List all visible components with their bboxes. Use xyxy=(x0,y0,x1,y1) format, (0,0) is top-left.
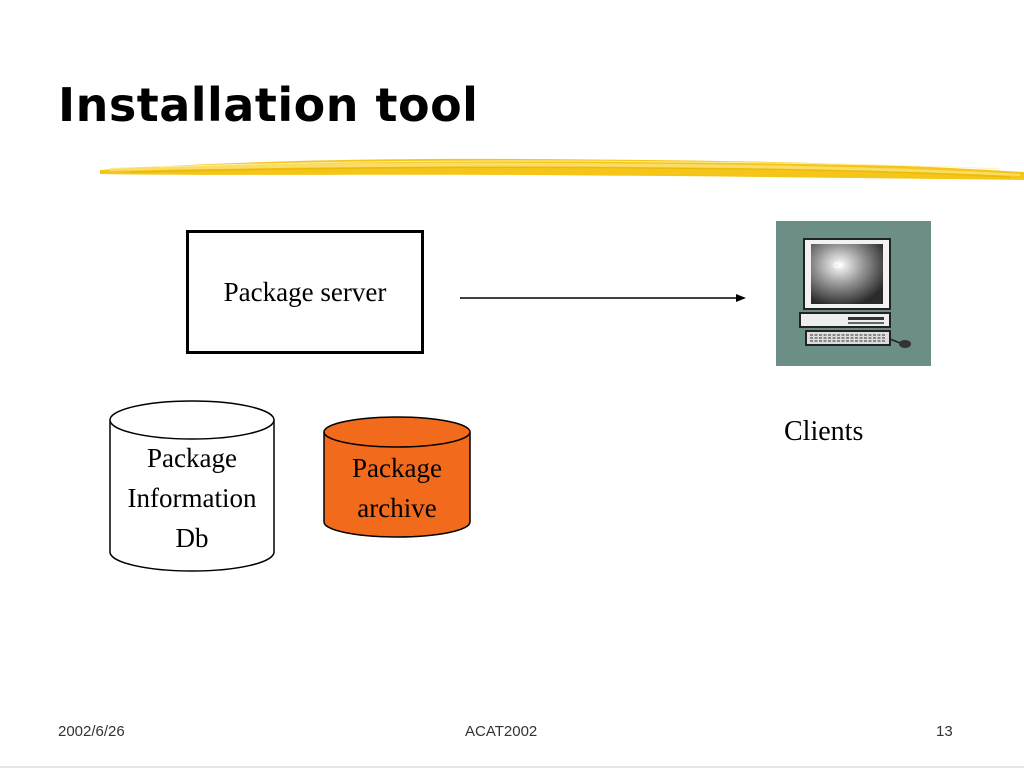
package-server-box: Package server xyxy=(186,230,424,354)
package-information-db-label: Package Information Db xyxy=(127,443,257,553)
footer-page-number: 13 xyxy=(936,723,953,740)
bottom-divider xyxy=(0,766,1024,768)
footer-date: 2002/6/26 xyxy=(58,723,125,740)
clients-label: Clients xyxy=(784,416,864,447)
title-highlight-stroke xyxy=(100,158,1024,180)
package-archive-cylinder xyxy=(323,416,471,538)
package-information-db-cylinder xyxy=(109,400,275,572)
package-archive-label: Package archive xyxy=(352,453,442,523)
slide-title: Installation tool xyxy=(58,78,479,132)
desktop-computer-icon xyxy=(776,221,931,366)
server-to-clients-arrow xyxy=(460,294,746,302)
footer-event: ACAT2002 xyxy=(465,723,538,740)
